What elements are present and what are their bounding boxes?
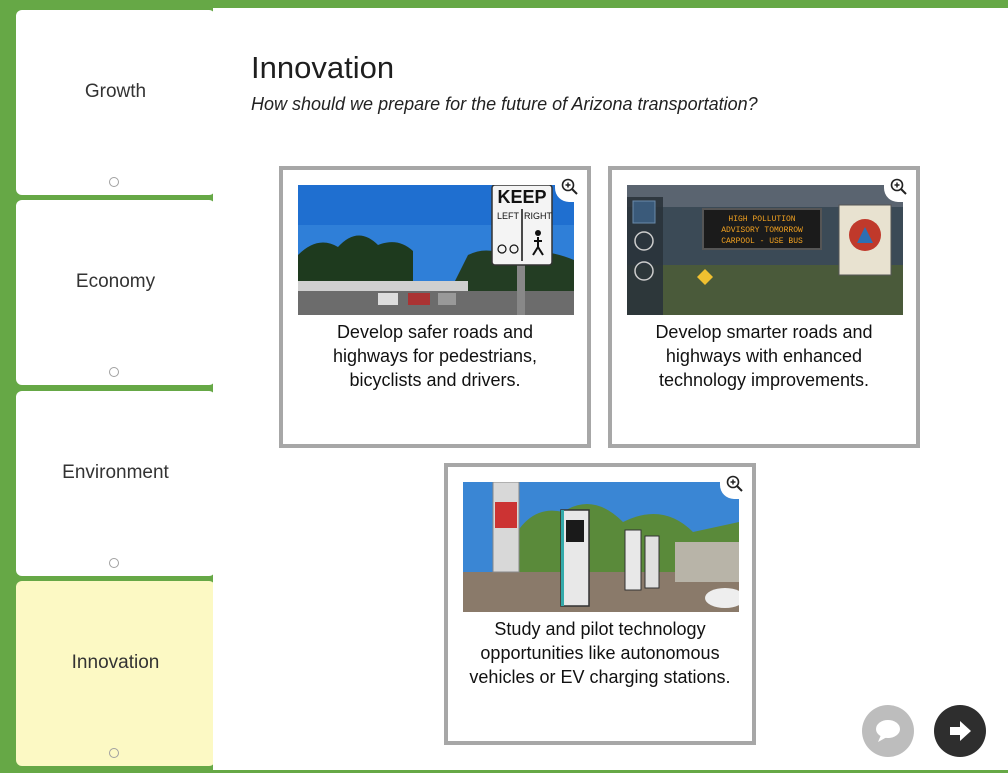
card-caption: Develop smarter roads and highways with …: [655, 322, 873, 390]
sign-right-text: RIGHT: [524, 211, 553, 221]
sign-left-text: LEFT: [497, 211, 520, 221]
sidebar-item-label: Environment: [62, 461, 169, 483]
option-card-safer-roads[interactable]: KEEP LEFT RIGHT Develop safer roads and …: [279, 166, 591, 448]
card-caption: Study and pilot technology opportunities…: [469, 619, 731, 687]
sidebar-item-label: Economy: [75, 270, 156, 292]
sidebar-item-economy[interactable]: Economy: [16, 200, 215, 385]
sidebar-item-label: Innovation: [71, 651, 160, 673]
progress-dot-icon: [109, 748, 119, 758]
progress-dot-icon: [109, 177, 119, 187]
sign-keep-text: KEEP: [497, 187, 546, 207]
sidebar-item-label: Growth: [84, 80, 147, 102]
page-title: Innovation: [251, 50, 395, 85]
progress-dot-icon: [109, 558, 119, 568]
sign-line-2: ADVISORY TOMORROW: [721, 226, 803, 235]
sign-line-1: HIGH POLLUTION: [728, 215, 795, 224]
sidebar-item-innovation[interactable]: Innovation: [16, 581, 215, 766]
progress-dot-icon: [109, 367, 119, 377]
smarter-roads-photo: HIGH POLLUTION ADVISORY TOMORROW CARPOOL…: [627, 185, 903, 315]
sign-line-3: CARPOOL - USE BUS: [721, 237, 803, 246]
ev-charging-photo: [463, 482, 739, 612]
option-card-pilot-technology[interactable]: Study and pilot technology opportunities…: [444, 463, 756, 745]
zoom-in-icon[interactable]: [884, 172, 914, 202]
zoom-in-icon[interactable]: [720, 469, 750, 499]
comment-button[interactable]: [862, 705, 914, 757]
safer-roads-photo: KEEP LEFT RIGHT: [298, 185, 574, 315]
page-subtitle: How should we prepare for the future of …: [251, 94, 758, 114]
sidebar-item-growth[interactable]: Growth: [16, 10, 215, 195]
main-content: Innovation How should we prepare for the…: [213, 8, 1008, 770]
arrow-right-icon: [950, 721, 971, 741]
topic-sidebar: Growth Economy Environment Innovation: [8, 8, 226, 773]
card-caption: Develop safer roads and highways for ped…: [332, 322, 538, 390]
next-button[interactable]: [934, 705, 986, 757]
option-card-smarter-roads[interactable]: HIGH POLLUTION ADVISORY TOMORROW CARPOOL…: [608, 166, 920, 448]
zoom-in-icon[interactable]: [555, 172, 585, 202]
speech-bubble-icon: [876, 720, 900, 742]
sidebar-item-environment[interactable]: Environment: [16, 391, 215, 576]
